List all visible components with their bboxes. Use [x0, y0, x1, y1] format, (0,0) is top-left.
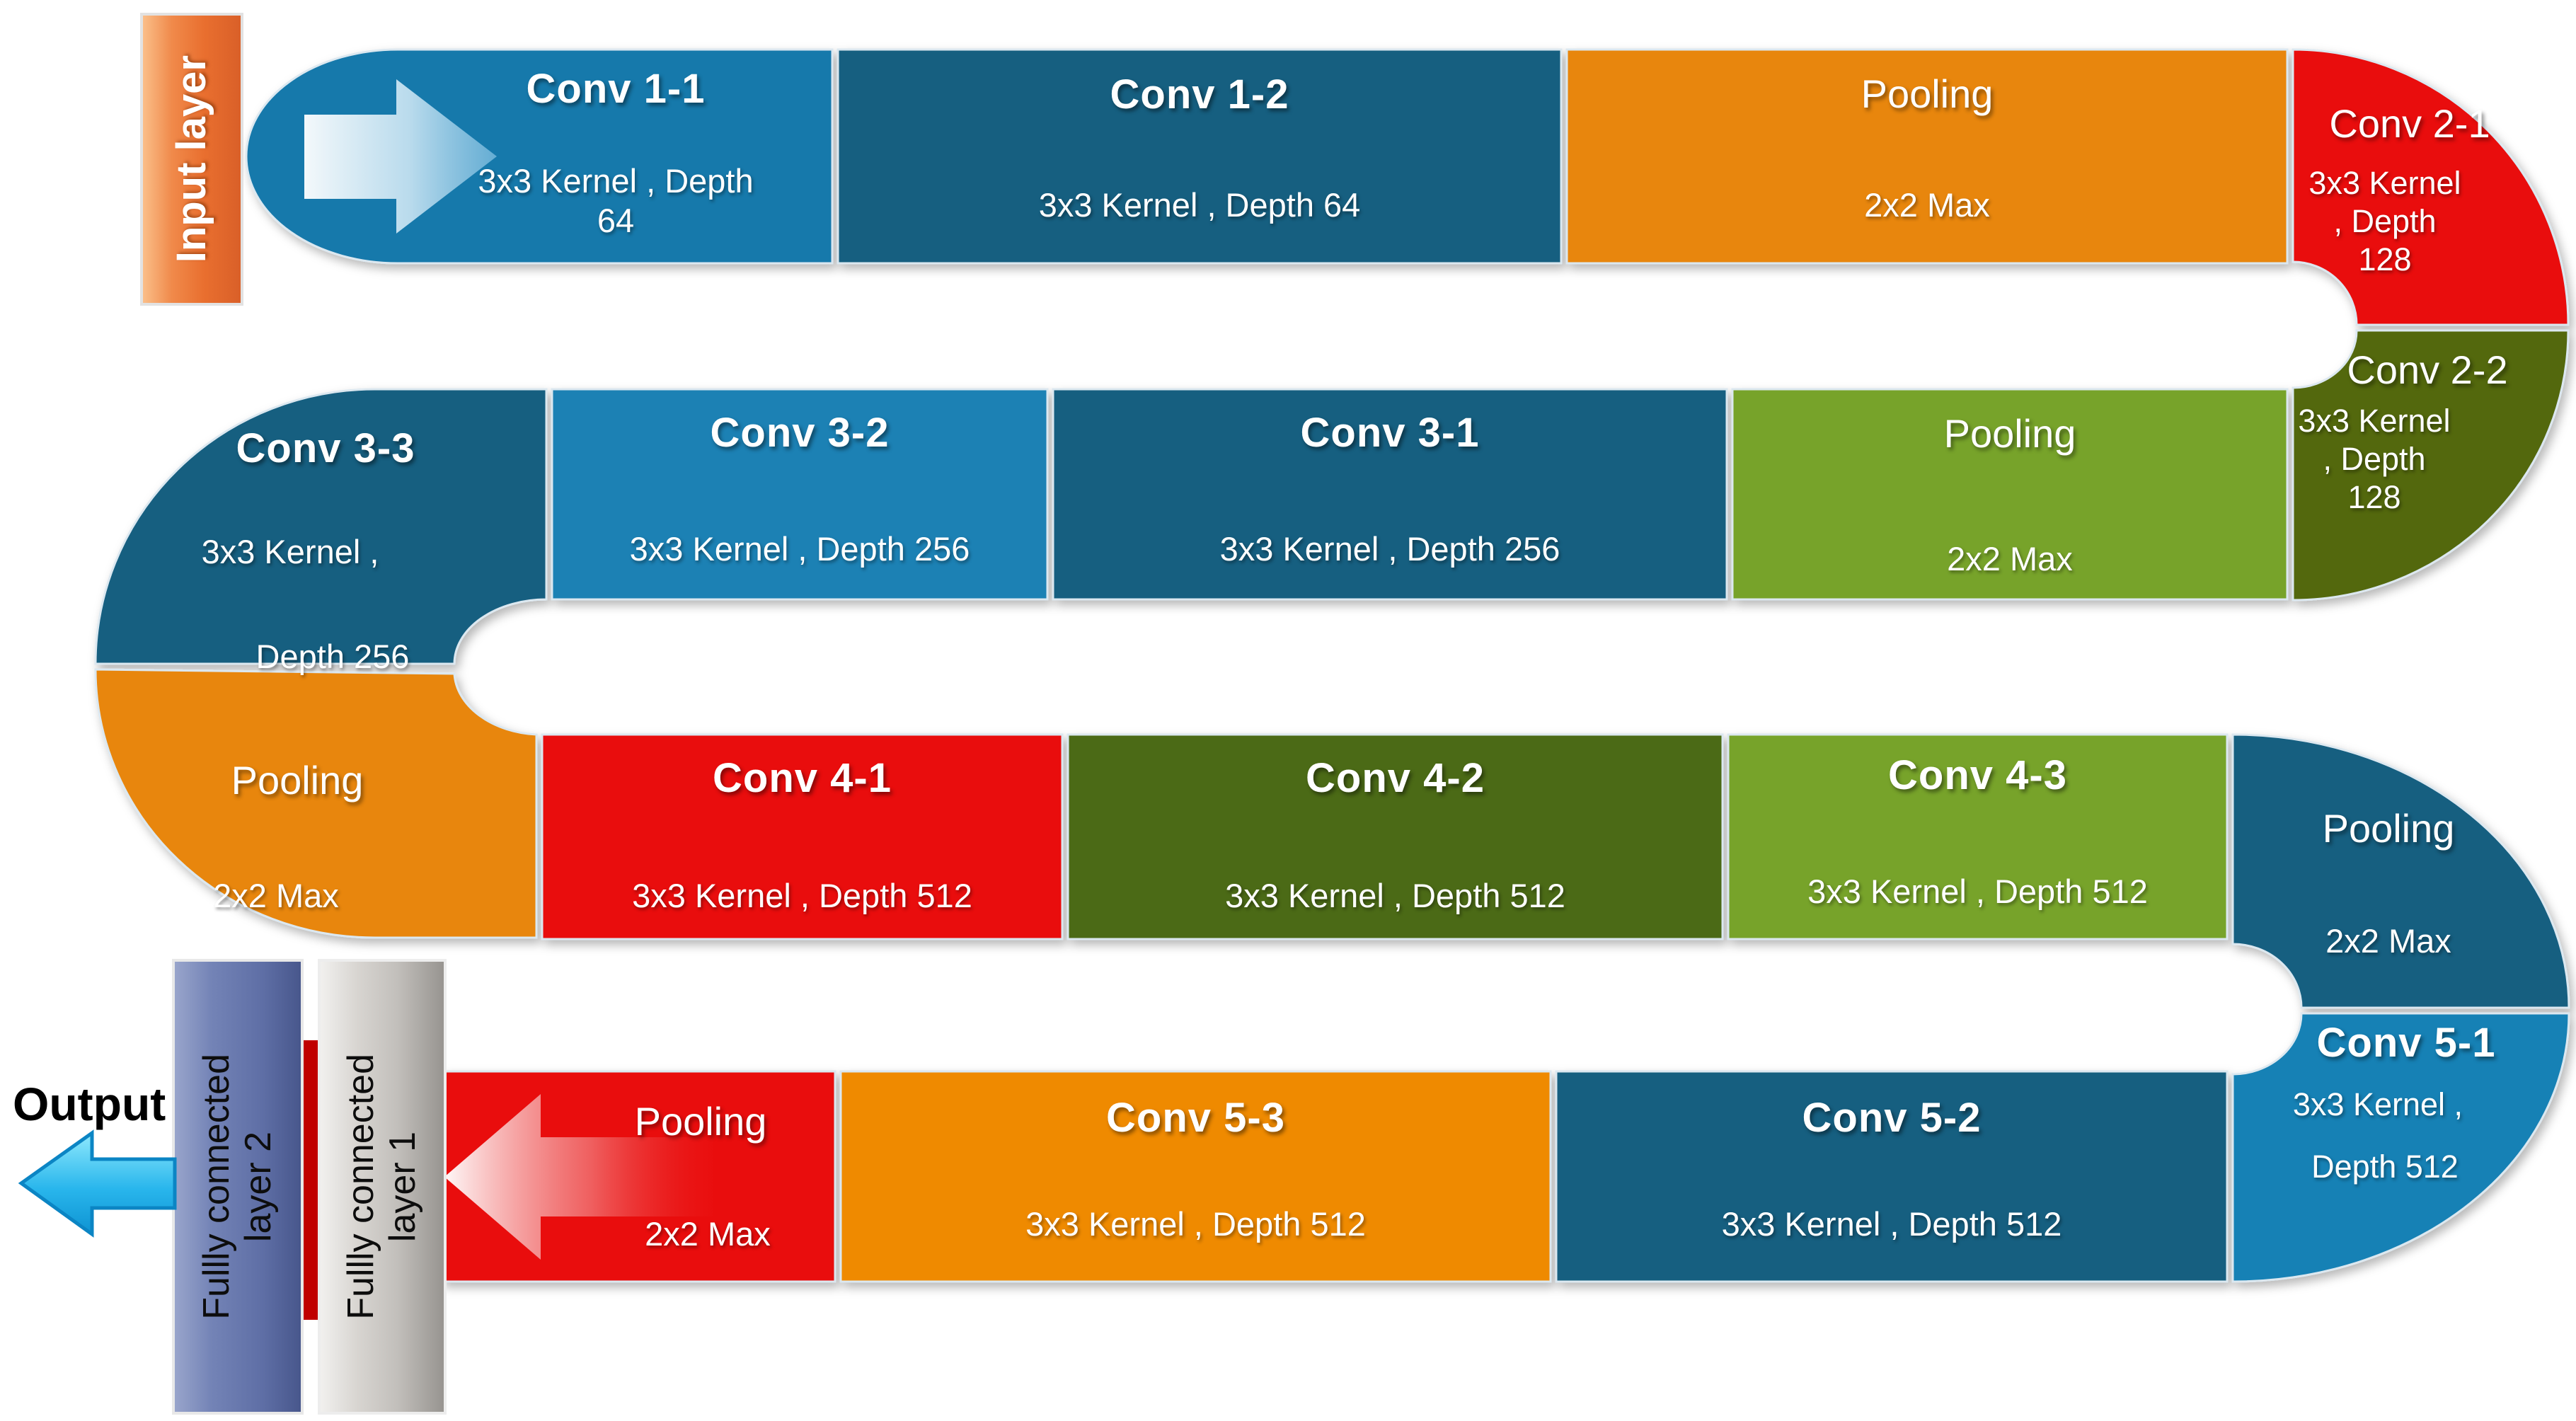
node-conv4-1: [541, 733, 1064, 940]
flow-left-arrow-icon: [444, 1094, 713, 1260]
node-conv2-2-uturn: [2292, 329, 2570, 602]
node-pooling-2: [1731, 388, 2289, 601]
node-pooling-4-uturn: [2231, 733, 2570, 1009]
flow-right-arrow-icon: [304, 79, 497, 234]
node-conv4-2: [1066, 733, 1724, 940]
input-layer-bar: [140, 13, 243, 306]
node-conv3-3-uturn: [94, 388, 548, 665]
fully-connected-layer1-bar: [318, 959, 447, 1415]
node-conv3-1: [1052, 388, 1728, 601]
node-conv5-1-uturn: [2231, 1012, 2570, 1283]
fully-connected-layer1-label: Fullly connected layer 1: [340, 1054, 423, 1320]
fc-divider-accent: [304, 1040, 318, 1320]
output-label: Output: [13, 1078, 166, 1130]
node-pooling-3-uturn: [94, 668, 538, 939]
node-conv5-3: [839, 1070, 1552, 1283]
fully-connected-layer2-label: Fullly connected layer 2: [196, 1054, 279, 1320]
node-conv4-3: [1727, 733, 2229, 940]
node-conv2-1-uturn: [2292, 48, 2570, 326]
output-arrow-icon: [18, 1129, 177, 1238]
input-layer-label: Input layer: [168, 55, 214, 263]
node-conv1-2: [836, 48, 1563, 265]
node-conv1-1: [245, 48, 834, 265]
node-pooling-1: [1565, 48, 2289, 265]
node-conv3-2: [551, 388, 1049, 601]
node-conv5-2: [1555, 1070, 2229, 1283]
